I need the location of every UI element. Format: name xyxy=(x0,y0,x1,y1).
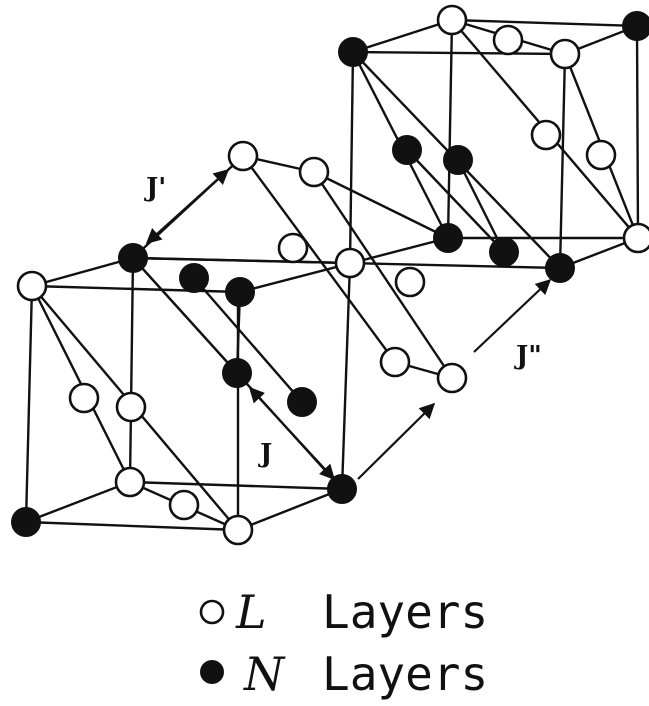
l-site xyxy=(68,382,100,414)
coupling-arrows xyxy=(145,168,552,481)
legend: L Layers N Layers xyxy=(199,585,488,701)
l-site xyxy=(227,140,259,172)
j-double-prime-arrow-upper xyxy=(473,278,552,353)
l-site xyxy=(16,270,48,302)
l-site xyxy=(622,222,649,254)
n-site xyxy=(489,237,519,267)
n-site xyxy=(118,243,148,273)
n-site xyxy=(11,507,41,537)
legend-entry-n-layers: N Layers xyxy=(200,647,488,701)
middle-layer-edges xyxy=(131,154,562,491)
n-site xyxy=(392,135,422,165)
legend-text-n: Layers xyxy=(322,647,488,701)
legend-entry-l-layers: L Layers xyxy=(199,585,488,639)
n-site xyxy=(622,11,649,41)
open-circle-icon xyxy=(199,599,225,625)
legend-letter-n: N xyxy=(243,647,286,701)
l-site xyxy=(394,266,426,298)
n-site xyxy=(338,37,368,67)
n-site xyxy=(287,387,317,417)
j-prime-arrow xyxy=(145,168,230,245)
l-site xyxy=(222,514,254,546)
n-site xyxy=(327,474,357,504)
n-site xyxy=(179,263,209,293)
j-double-prime-label: J" xyxy=(514,341,542,371)
l-site xyxy=(492,24,524,56)
j-label: J xyxy=(258,439,272,469)
n-site xyxy=(222,358,252,388)
n-site xyxy=(443,145,473,175)
l-site xyxy=(115,391,147,423)
l-site xyxy=(168,489,200,521)
l-site xyxy=(436,362,468,394)
l-site xyxy=(379,346,411,378)
j-arrow xyxy=(248,386,336,481)
n-site xyxy=(225,277,255,307)
n-site xyxy=(433,223,463,253)
l-site xyxy=(334,247,366,279)
j-prime-label: J' xyxy=(144,173,166,203)
l-layer-sites xyxy=(16,4,649,546)
l-site xyxy=(298,156,330,188)
filled-circle-icon xyxy=(200,660,224,684)
n-site xyxy=(545,253,575,283)
l-site xyxy=(277,232,309,264)
l-site xyxy=(530,119,562,151)
l-site xyxy=(549,38,581,70)
legend-letter-l: L xyxy=(235,585,267,639)
l-site xyxy=(585,139,617,171)
l-site xyxy=(114,466,146,498)
n-layer-sites xyxy=(11,11,649,537)
legend-text-l: Layers xyxy=(322,585,488,639)
j-double-prime-arrow xyxy=(357,402,436,480)
l-site xyxy=(436,4,468,36)
